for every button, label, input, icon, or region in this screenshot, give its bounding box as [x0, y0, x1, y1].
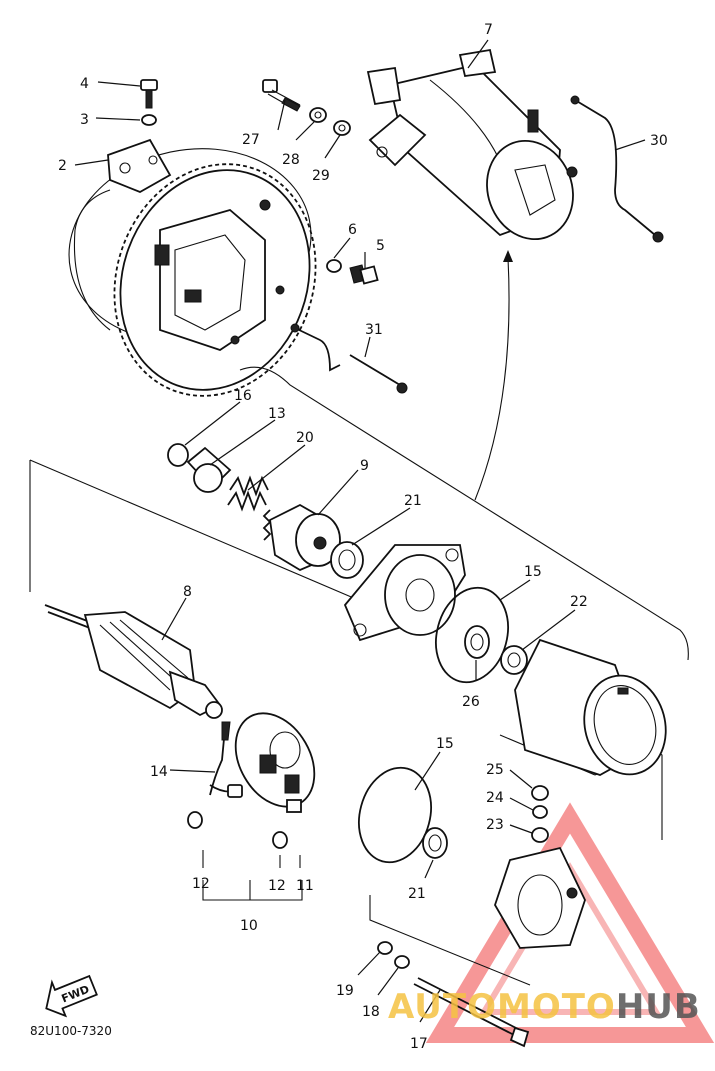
bolt-part-5	[349, 264, 379, 285]
callout-3: 3	[80, 112, 89, 128]
callout-11: 11	[296, 878, 314, 894]
callout-23: 23	[486, 817, 504, 833]
washer-part-21-upper	[330, 541, 364, 579]
callout-13: 13	[268, 406, 286, 422]
brush-part-11	[286, 799, 302, 813]
callout-20: 20	[296, 430, 314, 446]
callout-12-left: 12	[192, 876, 210, 892]
group-bracket-part-10	[202, 850, 303, 901]
brush-plate	[234, 712, 316, 808]
watermark-text-moto: MOTO	[497, 987, 616, 1027]
callout-15-lower: 15	[436, 736, 454, 752]
callout-9: 9	[360, 458, 369, 474]
lead-wire-part-30	[570, 95, 664, 243]
o-ring-part-15-lower	[358, 766, 432, 864]
callout-numbers: 4 3 2 7 27 28 29 30 6 5 31 16 13 20 9 21…	[58, 22, 668, 1052]
washer-part-3	[141, 114, 157, 126]
watermark-text-auto: AUTO	[388, 987, 497, 1027]
watermark-text-hub: HUB	[616, 987, 701, 1027]
callout-4: 4	[80, 76, 89, 92]
callout-17: 17	[410, 1036, 428, 1052]
nut-part-12-left	[187, 811, 203, 829]
plate-part-2	[107, 138, 172, 193]
washer-part-6	[326, 259, 342, 273]
callout-22: 22	[570, 594, 588, 610]
callout-21-upper: 21	[404, 493, 422, 509]
assembly-arrow	[474, 250, 513, 501]
callout-7: 7	[484, 22, 493, 38]
callout-27: 27	[242, 132, 260, 148]
washer-part-19	[377, 941, 393, 955]
through-bolt-part-17	[413, 977, 530, 1048]
callout-6: 6	[348, 222, 357, 238]
o-ring-part-15-upper	[435, 586, 509, 684]
brush-lead-part-14	[209, 721, 243, 798]
yoke-housing	[514, 638, 667, 776]
bolt-part-4	[140, 79, 158, 109]
callout-16: 16	[234, 388, 252, 404]
ring-gear	[113, 163, 317, 397]
washer-part-26	[464, 625, 490, 659]
callout-19: 19	[336, 983, 354, 999]
washer-part-23	[531, 827, 549, 843]
callout-28: 28	[282, 152, 300, 168]
armature-part-8	[44, 604, 223, 719]
callout-24: 24	[486, 790, 504, 806]
washer-part-29	[333, 120, 351, 136]
callout-31: 31	[365, 322, 383, 338]
collar-part-13	[186, 446, 232, 493]
watermark-text: AUTOMOTOHUB	[388, 987, 701, 1027]
washer-part-21-lower	[422, 827, 448, 859]
starter-motor-part-7	[366, 48, 578, 241]
washer-part-24	[532, 805, 548, 819]
callout-29: 29	[312, 168, 330, 184]
bolt-part-27	[262, 79, 301, 112]
leader-lines	[74, 39, 646, 1023]
fwd-arrow: FWD	[45, 974, 98, 1018]
callout-18: 18	[362, 1004, 380, 1020]
callout-15-upper: 15	[524, 564, 542, 580]
nut-part-12-right	[272, 831, 288, 849]
front-bracket	[343, 544, 466, 642]
spring-part-20	[227, 475, 269, 512]
pinion-part-9	[262, 503, 341, 572]
callout-14: 14	[150, 764, 168, 780]
callout-30: 30	[650, 133, 668, 149]
washer-part-22	[500, 645, 528, 675]
watermark-triangle	[425, 802, 715, 1043]
nut-part-25	[531, 785, 549, 801]
lead-wire-part-31	[290, 323, 408, 394]
callout-21-lower: 21	[408, 886, 426, 902]
washer-part-18	[394, 955, 410, 969]
callout-2: 2	[58, 158, 67, 174]
callout-25: 25	[486, 762, 504, 778]
callout-26: 26	[462, 694, 480, 710]
callout-10: 10	[240, 918, 258, 934]
diagram-code: 82U100-7320	[30, 1024, 112, 1038]
callout-12-right: 12	[268, 878, 286, 894]
callout-5: 5	[376, 238, 385, 254]
circlip-part-16	[167, 443, 189, 467]
washer-part-28	[309, 107, 327, 123]
rear-cover	[494, 846, 586, 949]
callout-8: 8	[183, 584, 192, 600]
